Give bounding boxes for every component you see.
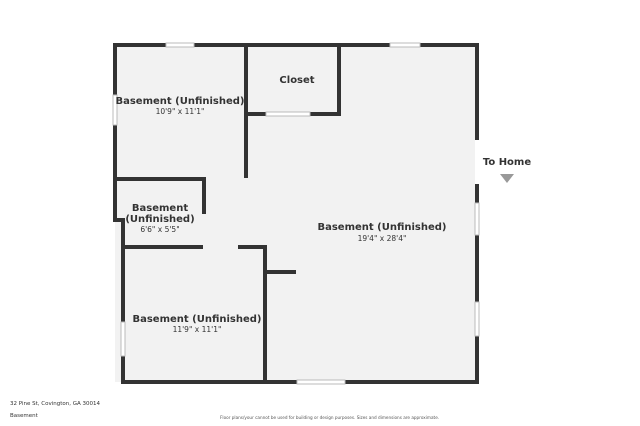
window-left-top xyxy=(112,94,118,126)
floor-label: Basement xyxy=(10,413,38,419)
floor-fill xyxy=(115,45,477,382)
room-dimensions: 19'4" x 28'4" xyxy=(358,234,407,243)
interior-walls xyxy=(113,43,341,382)
to-home-label: To Home xyxy=(483,157,532,168)
windows xyxy=(112,42,480,385)
to-home-marker: To Home xyxy=(483,157,532,183)
window-left-bottom xyxy=(120,321,126,357)
window-top-left xyxy=(165,42,195,48)
arrow-down-icon xyxy=(500,174,514,183)
room-dimensions: 11'9" x 11'1" xyxy=(173,325,222,334)
room-name: Basement (Unfinished) xyxy=(132,314,261,325)
door-right xyxy=(475,140,479,184)
room-labels: Basement (Unfinished) 10'9" x 11'1" Clos… xyxy=(115,75,446,334)
room-name: Basement xyxy=(132,203,188,214)
room-name: Basement (Unfinished) xyxy=(317,222,446,233)
disclaimer: Floor plans/your cannot be used for buil… xyxy=(220,415,440,420)
room-name: Closet xyxy=(279,75,314,86)
room-name: (Unfinished) xyxy=(125,214,194,225)
room-name: Basement (Unfinished) xyxy=(115,96,244,107)
window-right-mid xyxy=(474,202,480,236)
door-bottom xyxy=(296,379,346,385)
property-address: 32 Pine St, Covington, GA 30014 xyxy=(10,401,100,407)
window-top-right xyxy=(389,42,421,48)
room-dimensions: 10'9" x 11'1" xyxy=(156,107,205,116)
room-dimensions: 6'6" x 5'5" xyxy=(140,225,179,234)
closet-door xyxy=(265,111,311,117)
window-right-low xyxy=(474,301,480,337)
